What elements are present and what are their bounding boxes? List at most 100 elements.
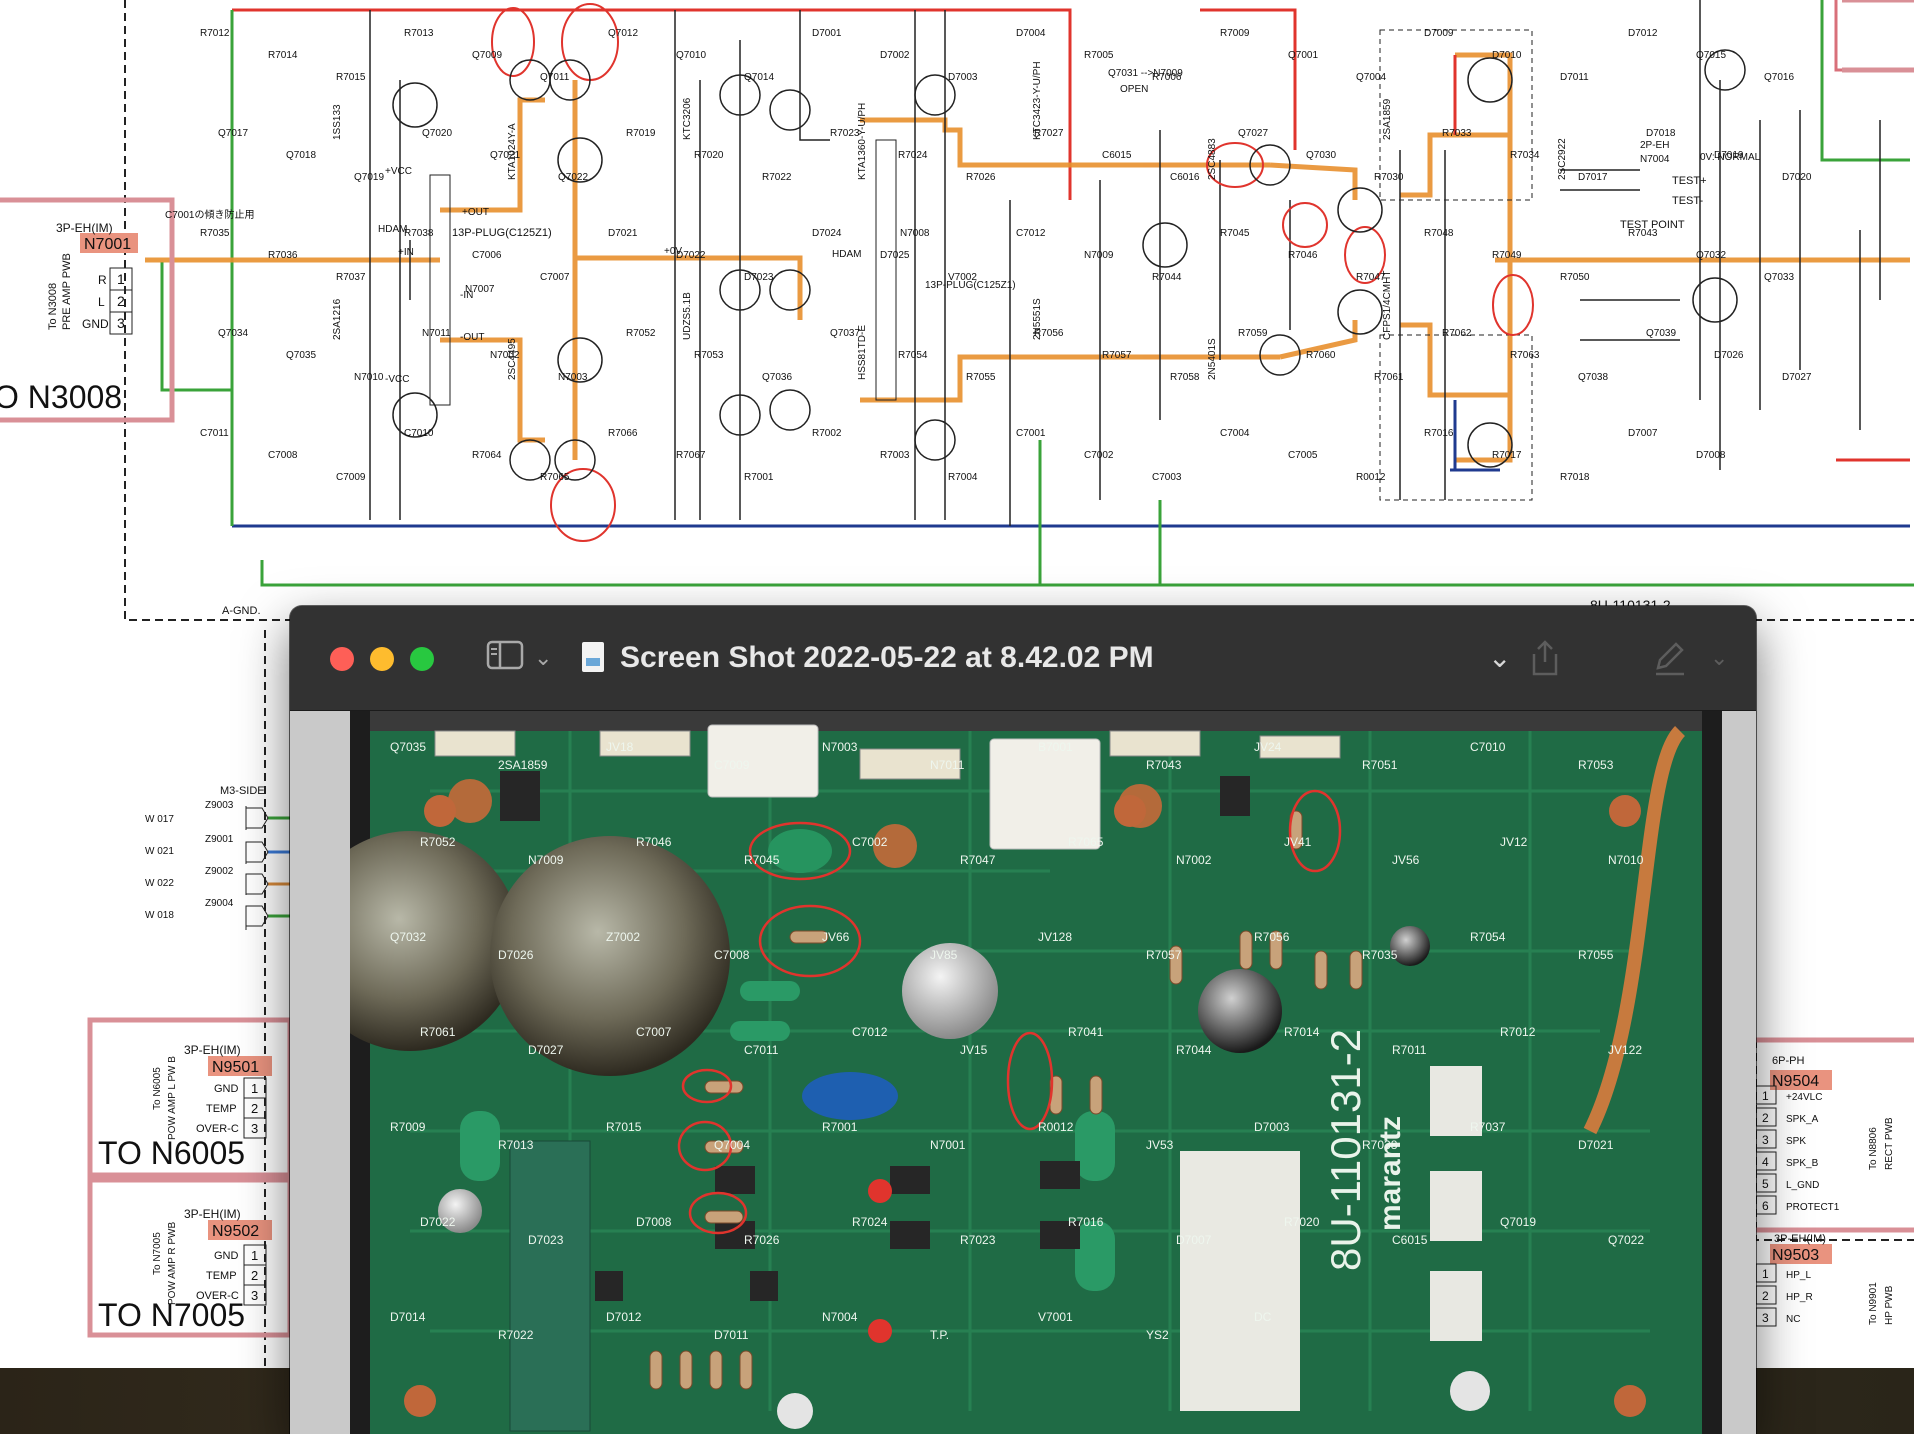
component-ref: R7060	[1306, 350, 1336, 361]
n9504-pin-2: SPK_A	[1786, 1114, 1819, 1125]
component-ref: R7050	[1560, 272, 1590, 283]
n9503-pin-2: HP_R	[1786, 1292, 1813, 1303]
pcb-label: DC	[1254, 1310, 1272, 1324]
component-ref: Q7027	[1238, 128, 1268, 139]
preview-window[interactable]: ⌄ Screen Shot 2022-05-22 at 8.42.02 PM ⌄…	[290, 606, 1756, 1434]
svg-text:6: 6	[1762, 1199, 1769, 1213]
n9501-dest: To N6005	[152, 1067, 163, 1110]
pcb-label: D7011	[714, 1328, 749, 1342]
share-icon[interactable]	[1528, 638, 1562, 689]
n9501-dest-sub: POW AMP L PW B	[167, 1056, 178, 1140]
component-ref: Q7021	[490, 150, 520, 161]
n9502-header: 3P-EH(IM)	[184, 1207, 241, 1221]
hdam-label-b: HDAM	[832, 249, 861, 260]
pcb-label: C7002	[852, 835, 888, 849]
part-type-label: 1SS133	[332, 104, 343, 140]
component-ref: D7002	[880, 50, 910, 61]
pcb-label: Q7035	[390, 740, 426, 754]
pcb-label: R7053	[1578, 758, 1614, 772]
pcb-label: Q7019	[1500, 1215, 1536, 1229]
pcb-label: D7014	[390, 1310, 426, 1324]
window-title[interactable]: Screen Shot 2022-05-22 at 8.42.02 PM	[620, 641, 1154, 674]
svg-text:1: 1	[1762, 1089, 1769, 1103]
pcb-label: R7023	[960, 1233, 996, 1247]
n9504-dest: To N8806	[1868, 1127, 1879, 1170]
connector-n9503: 1 2 3	[1755, 1244, 1832, 1327]
component-ref: Q7038	[1578, 372, 1608, 383]
title-chevron-icon[interactable]: ⌄	[1488, 642, 1512, 673]
component-ref: R7056	[1034, 328, 1064, 339]
svg-text:3: 3	[251, 1121, 258, 1136]
pcb-label: R7054	[1470, 930, 1506, 944]
m3-ref-z9001: Z9001	[205, 834, 234, 845]
component-ref: R7016	[1424, 428, 1454, 439]
normal-label: 0V: NORMAL	[1700, 152, 1761, 163]
close-button[interactable]	[330, 647, 354, 671]
svg-text:4: 4	[1762, 1155, 1769, 1169]
pcb-label: N7004	[822, 1310, 858, 1324]
pcb-label: R7024	[852, 1215, 888, 1229]
chevron-down-icon[interactable]: ⌄	[534, 645, 553, 670]
component-ref: D7010	[1492, 50, 1522, 61]
n9502-pin-gnd: GND	[214, 1250, 239, 1262]
pcb-brand-logo: marantz	[1374, 1116, 1407, 1231]
sidebar-toggle-icon[interactable]	[486, 638, 526, 683]
component-ref: Q7015	[1696, 50, 1726, 61]
n9502-ref: N9502	[212, 1223, 259, 1240]
pcb-label: R7055	[1578, 948, 1614, 962]
component-ref: R7044	[1152, 272, 1182, 283]
component-ref: D7004	[1016, 28, 1046, 39]
hdam-label-a: HDAM	[378, 224, 407, 235]
pcb-label: R7044	[1176, 1043, 1212, 1057]
pen-markup-icon[interactable]	[1650, 638, 1690, 689]
pcb-label: JV56	[1392, 853, 1420, 867]
component-ref: R7065	[540, 472, 570, 483]
pcb-label: N7010	[1608, 853, 1644, 867]
component-ref: R7023	[830, 128, 860, 139]
markup-chevron-icon[interactable]: ⌄	[1710, 645, 1729, 670]
pcb-label: R7035	[1362, 948, 1398, 962]
n7001-header: 3P-EH(IM)	[56, 221, 113, 235]
component-ref: R7046	[1288, 250, 1318, 261]
connector-n9504: 1 2 3 4 5 6	[1755, 1070, 1832, 1215]
m3-wire-021: W 021	[145, 846, 174, 857]
pcb-label: R7045	[744, 853, 780, 867]
component-ref: C7011	[200, 428, 229, 439]
pcb-label: C7007	[636, 1025, 672, 1039]
component-ref: D7022	[676, 250, 706, 261]
n9503-header: 3P-EH(IM)	[1774, 1233, 1826, 1245]
svg-text:3: 3	[1762, 1311, 1769, 1325]
component-ref: C6016	[1170, 172, 1200, 183]
n7004-ref: N7004	[1640, 154, 1670, 165]
component-ref: R7053	[694, 350, 724, 361]
pcb-label: Q7022	[1608, 1233, 1644, 1247]
component-ref: Q7014	[744, 72, 774, 83]
minimize-button[interactable]	[370, 647, 394, 671]
component-ref: Q7037	[830, 328, 860, 339]
part-type-label: 2N5551S	[1032, 298, 1043, 340]
pcb-label: C7012	[852, 1025, 888, 1039]
n9504-pin-6: PROTECT1	[1786, 1202, 1840, 1213]
component-ref: Q7039	[1646, 328, 1676, 339]
label-to-n6005: TO N6005	[98, 1135, 245, 1171]
window-titlebar[interactable]: ⌄ Screen Shot 2022-05-22 at 8.42.02 PM ⌄…	[290, 606, 1756, 711]
c7001-note: C7001の傾き防止用	[165, 208, 254, 221]
component-ref: D7024	[812, 228, 842, 239]
zoom-button[interactable]	[410, 647, 434, 671]
component-ref: D7008	[1696, 450, 1726, 461]
n9504-pin-3: SPK	[1786, 1136, 1806, 1147]
component-ref: Q7036	[762, 372, 792, 383]
pcb-board-number: 8U-110131-2	[1322, 1029, 1369, 1271]
pcb-label: R7011	[1392, 1043, 1427, 1057]
svg-text:3: 3	[117, 315, 125, 331]
n9503-pin-3: NC	[1786, 1314, 1800, 1325]
component-ref: C7008	[268, 450, 298, 461]
test-minus-label: TEST-	[1672, 195, 1704, 207]
component-ref: R7033	[1442, 128, 1472, 139]
in-minus-label: -IN	[460, 290, 473, 301]
component-ref: R7027	[1034, 128, 1064, 139]
component-ref: R7055	[966, 372, 996, 383]
n9502-pin-temp: TEMP	[206, 1270, 237, 1282]
vcc-minus-label: -VCC	[385, 374, 409, 385]
